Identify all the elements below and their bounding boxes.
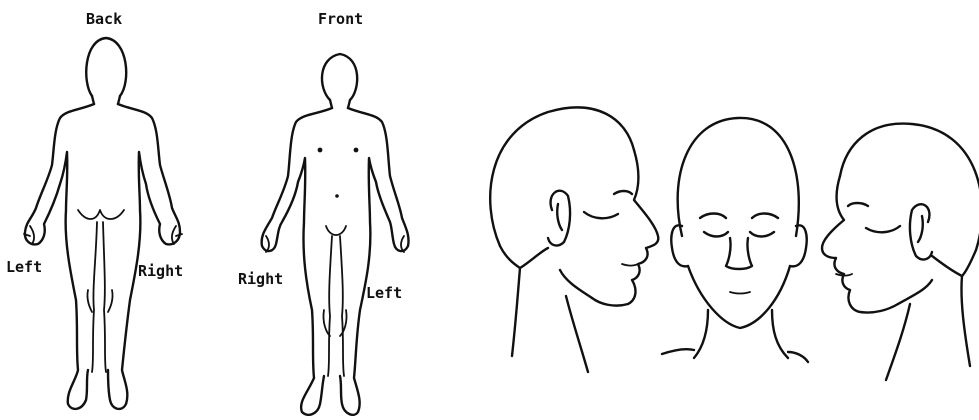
back-inner-legs [92, 222, 106, 372]
front-left-label: Left [366, 284, 402, 302]
front-head-left-eye [704, 232, 728, 237]
front-inner-legs [328, 236, 344, 376]
right-profile-skull [490, 107, 634, 246]
back-body-right-outline [108, 104, 180, 409]
right-profile-nape [500, 246, 548, 268]
front-view-title: Front [318, 10, 363, 28]
front-left-nipple [354, 148, 359, 153]
front-head-jaw [688, 266, 790, 328]
head-left-profile [822, 124, 979, 380]
head-right-profile [490, 107, 658, 372]
front-right-nipple [318, 148, 323, 153]
front-groin [326, 226, 346, 235]
front-body-left-outline [262, 108, 332, 415]
right-profile-ear [548, 191, 570, 246]
left-profile-nape [932, 250, 976, 276]
right-profile-eye [584, 191, 632, 218]
back-left-label: Left [6, 258, 42, 276]
back-body-left-outline [25, 104, 94, 409]
front-head-skull [678, 118, 799, 236]
back-head [86, 38, 126, 96]
left-profile-ear [910, 204, 932, 259]
back-buttocks [78, 210, 124, 219]
front-head [322, 54, 357, 100]
front-head-left-ear [671, 225, 688, 266]
front-body-right-outline [340, 108, 409, 415]
right-profile-neck [512, 268, 592, 372]
back-view-title: Back [86, 10, 122, 28]
back-knees [87, 290, 112, 312]
head-front-view [662, 118, 808, 362]
front-head-neck [694, 310, 788, 358]
back-right-label: Right [138, 262, 183, 280]
front-head-right-ear [790, 225, 807, 266]
front-head-mouth [730, 292, 750, 294]
back-view-figure: Back Left Right [6, 10, 183, 409]
front-navel [335, 194, 339, 198]
front-head-right-eye [750, 232, 774, 237]
front-head-nose [726, 238, 752, 269]
left-profile-neck [886, 276, 970, 380]
front-head-right-brow [752, 214, 778, 219]
front-view-figure: Front Right Left [238, 10, 409, 415]
right-profile-face [592, 150, 658, 306]
right-profile-mouth [622, 264, 638, 266]
back-neck [92, 96, 120, 104]
front-neck [330, 100, 350, 108]
left-profile-face [822, 176, 898, 313]
front-head-left-brow [700, 214, 726, 219]
front-right-label: Right [238, 270, 283, 288]
left-profile-eye [848, 203, 900, 232]
